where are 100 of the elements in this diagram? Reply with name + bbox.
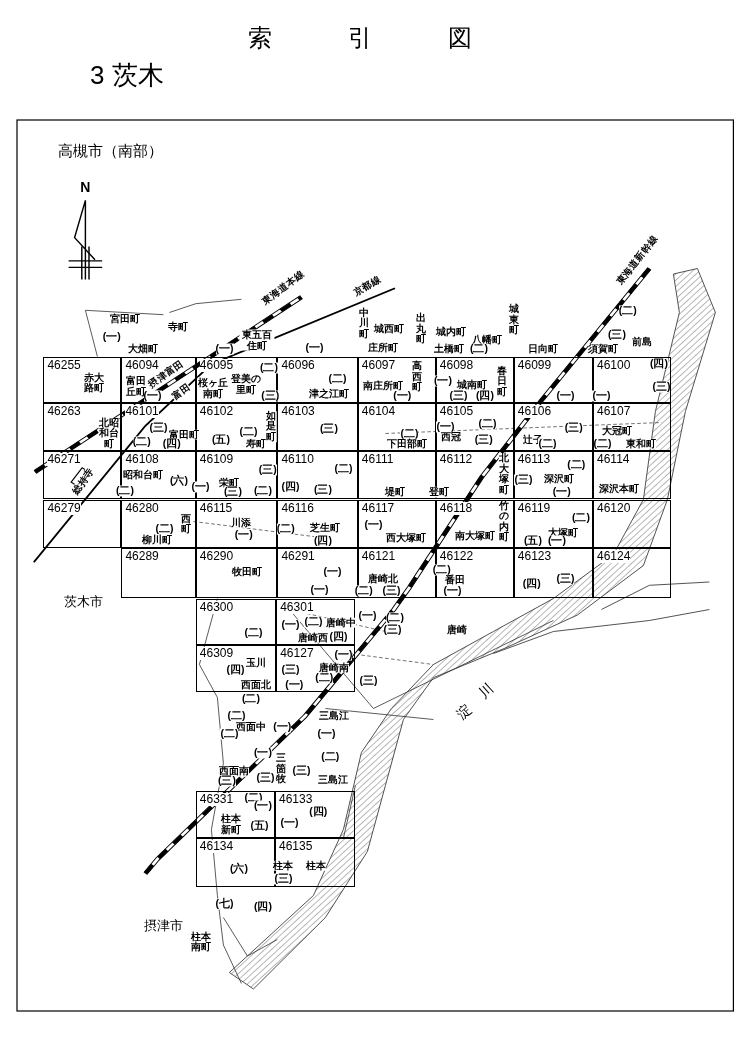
place-name: 三箇牧 — [275, 753, 287, 785]
sheet-number: 46107 — [597, 404, 631, 418]
grid-square — [121, 547, 196, 599]
area-number: (一) — [102, 331, 121, 343]
place-name: 登町 — [429, 487, 450, 498]
sheet-number: 46289 — [125, 549, 159, 563]
sheet-number: 46096 — [281, 358, 315, 372]
place-name: 八幡町 — [472, 334, 503, 346]
place-name: 春日町 — [496, 366, 508, 398]
sheet-number: 46290 — [199, 549, 234, 563]
area-number: (二) — [334, 463, 353, 475]
sheet-number: 46094 — [125, 358, 159, 372]
area-number: (二) — [354, 585, 373, 597]
place-name: 富田町 — [168, 429, 199, 440]
place-name: 出丸町 — [416, 313, 427, 345]
sheet-number: 46127 — [280, 646, 314, 660]
area-number: (一) — [143, 390, 162, 402]
area-number: (二) — [227, 710, 246, 722]
area-number: (三) — [149, 422, 168, 434]
area-number: (二) — [155, 523, 174, 535]
sheet-number: 46103 — [281, 404, 315, 418]
place-name: 城内町 — [436, 327, 467, 338]
place-name: 下田部町 — [387, 438, 427, 450]
sheet-number: 46309 — [199, 646, 234, 660]
area-number: (四) — [254, 901, 272, 912]
sheet-number: 46331 — [199, 793, 234, 806]
area-number: (一) — [592, 390, 611, 402]
sheet-number: 46300 — [199, 600, 234, 614]
area-number: (一) — [254, 747, 272, 758]
place-name: 唐崎西 — [298, 632, 329, 643]
place-name: 津之江町 — [309, 388, 349, 400]
area-number: (一) — [552, 486, 571, 498]
area-number: (二) — [116, 485, 134, 497]
area-number: (三) — [564, 422, 583, 434]
place-name: 城東町 — [508, 304, 520, 336]
grid-square — [593, 547, 671, 599]
place-name: 城南町 — [456, 379, 487, 391]
area-number: (五) — [250, 820, 269, 832]
area-number: (一) — [358, 610, 377, 622]
place-name: 城西町 — [374, 323, 404, 335]
place-name: 如是町 — [266, 411, 277, 443]
area-number: (一) — [273, 721, 292, 733]
sheet-number: 46124 — [597, 549, 631, 563]
area-number: (一) — [285, 679, 304, 691]
place-name: 深沢本町 — [599, 483, 640, 494]
area-number: (一) — [393, 390, 412, 402]
area-number: (七) — [215, 898, 234, 910]
place-name: 西冠 — [441, 431, 462, 443]
area-heading: 高槻市（南部） — [57, 143, 163, 159]
sheet-number: 46122 — [439, 549, 474, 563]
compass-letter: N — [80, 179, 91, 195]
area-number: (二) — [239, 426, 258, 438]
area-number: (二) — [260, 362, 278, 373]
area-number: (一) — [254, 800, 272, 812]
sheet-number: 46099 — [517, 358, 552, 372]
area-number: (三) — [359, 675, 378, 687]
area-number: (一) — [334, 649, 353, 661]
area-number: (二) — [254, 485, 272, 497]
place-name: 高西町 — [411, 361, 422, 394]
place-name: 竹の内町 — [498, 500, 510, 543]
sheet-number: 46280 — [125, 501, 159, 515]
area-number: (四) — [281, 481, 300, 493]
place-name: 富田丘町 — [125, 375, 147, 397]
place-name: 玉川 — [245, 658, 266, 669]
area-number: (三) — [224, 486, 242, 498]
area-number: (四) — [329, 631, 348, 643]
sheet-number: 46301 — [280, 600, 314, 614]
area-number: (二) — [618, 305, 637, 317]
sheet-number: 46134 — [199, 840, 234, 854]
area-number: (一) — [305, 342, 324, 354]
area-number: (四) — [314, 535, 332, 547]
area-number: (三) — [292, 765, 311, 777]
place-name: 唐崎 — [447, 625, 468, 636]
area-number: (三) — [383, 624, 402, 636]
area-number: (二) — [593, 438, 612, 450]
area-number: (二) — [276, 523, 295, 535]
place-name: 東和町 — [626, 438, 656, 450]
area-number: (二) — [567, 459, 586, 471]
area-number: (一) — [443, 585, 462, 597]
place-name: 西面中 — [236, 721, 266, 733]
sheet-number: 46105 — [439, 404, 474, 418]
place-name: 東五百住町 — [239, 329, 275, 351]
sheet-number: 46098 — [439, 358, 474, 372]
place-name: 三島江 — [318, 710, 349, 722]
place-name: 大冠町 — [602, 426, 632, 437]
place-name: 芝生町 — [310, 522, 341, 534]
place-name: 寺町 — [167, 321, 188, 333]
sheet-number: 46279 — [47, 501, 81, 515]
place-name: 堤町 — [385, 486, 405, 498]
area-number: (一) — [364, 519, 383, 531]
place-name: 寿町 — [245, 438, 266, 450]
area-number: (二) — [315, 672, 334, 684]
area-number: (一) — [215, 343, 234, 355]
place-name: 北昭和台町 — [98, 417, 120, 450]
area-number: (三) — [382, 585, 401, 597]
place-name: 昭和台町 — [123, 470, 163, 481]
area-number: (一) — [436, 421, 455, 433]
area-number: (一) — [280, 817, 299, 829]
area-number: (四) — [226, 664, 245, 676]
area-number: (一) — [234, 529, 253, 541]
